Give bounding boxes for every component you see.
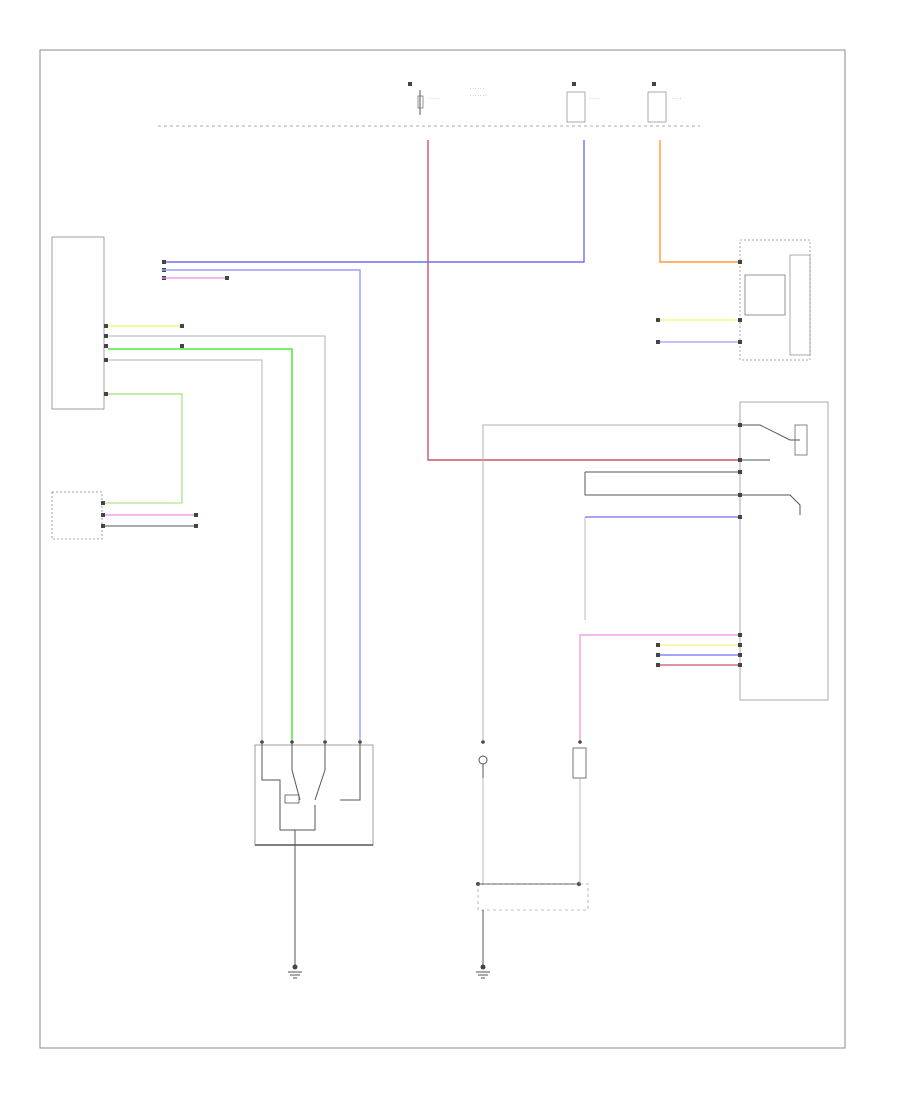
left-control-module xyxy=(51,236,105,410)
center-lamp xyxy=(476,424,740,979)
sensor-icon xyxy=(572,747,587,779)
blue-wire-main xyxy=(162,140,585,263)
svg-text:· · · ·: · · · · xyxy=(672,96,681,101)
light-green-wire xyxy=(108,393,183,503)
svg-text:· · · ·: · · · · xyxy=(590,96,599,101)
lamp-icon xyxy=(478,755,488,765)
blue-wire-2 xyxy=(162,269,361,740)
svg-text:· · · · · ·: · · · · · · xyxy=(470,86,484,91)
gray-wire-left-1 xyxy=(108,335,326,740)
gray-wire-left-2 xyxy=(108,359,263,740)
pink-wire-right xyxy=(579,634,740,740)
svg-text:· · · · · · ·: · · · · · · · xyxy=(470,93,487,98)
relay-ground xyxy=(288,860,302,979)
fuse-top-1: · · · · · · · · · · · · · · · · · xyxy=(408,82,487,115)
right-upper-module xyxy=(656,239,811,361)
fuse-top-2: · · · · xyxy=(566,82,599,123)
fuse-top-3: · · · · xyxy=(647,82,681,123)
red-wire xyxy=(427,140,740,461)
left-switch-block xyxy=(51,491,103,540)
gray-wire-center xyxy=(482,424,740,740)
green-wire xyxy=(108,348,293,740)
right-relay-module xyxy=(584,401,829,701)
right-sensor xyxy=(572,634,740,884)
relay-block xyxy=(254,740,374,860)
left-module-pins xyxy=(104,260,166,396)
orange-wire xyxy=(659,140,740,263)
diagram-frame xyxy=(39,49,846,1049)
svg-text:· · · ·: · · · · xyxy=(430,96,439,101)
